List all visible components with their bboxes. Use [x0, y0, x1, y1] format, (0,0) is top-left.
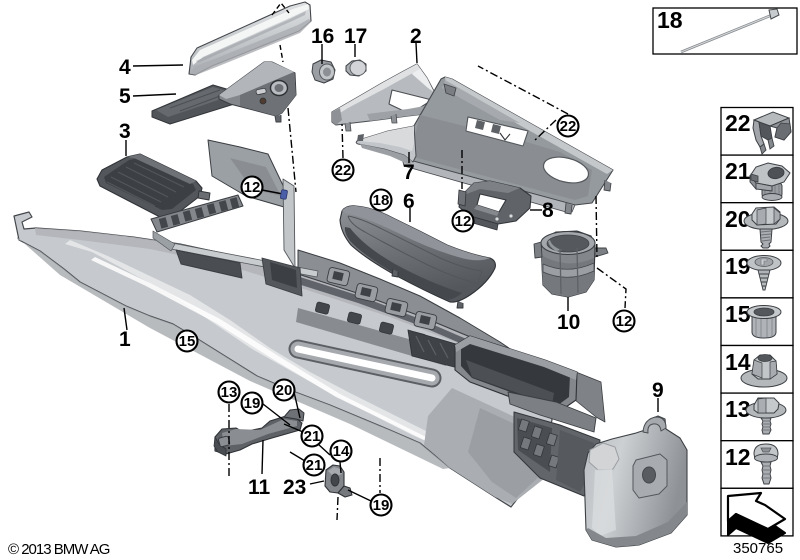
- svg-text:22: 22: [335, 162, 352, 179]
- svg-text:3: 3: [119, 120, 131, 143]
- svg-text:20: 20: [276, 382, 293, 399]
- svg-text:21: 21: [306, 457, 323, 474]
- svg-text:19: 19: [244, 395, 261, 412]
- svg-text:12: 12: [455, 213, 472, 230]
- svg-text:© 2013 BMW AG: © 2013 BMW AG: [8, 541, 110, 558]
- svg-text:22: 22: [560, 118, 577, 135]
- svg-text:19: 19: [725, 253, 751, 279]
- svg-text:8: 8: [542, 199, 554, 222]
- svg-text:4: 4: [119, 56, 131, 79]
- svg-text:1: 1: [119, 328, 131, 351]
- svg-text:7: 7: [403, 161, 415, 184]
- svg-text:11: 11: [248, 476, 271, 499]
- svg-text:23: 23: [283, 476, 306, 499]
- svg-text:5: 5: [119, 85, 131, 108]
- svg-text:18: 18: [657, 7, 683, 33]
- svg-text:14: 14: [725, 349, 751, 375]
- svg-text:21: 21: [725, 158, 751, 184]
- svg-text:12: 12: [244, 179, 261, 196]
- svg-text:2: 2: [410, 25, 422, 48]
- svg-text:15: 15: [725, 301, 751, 327]
- svg-text:14: 14: [333, 443, 350, 460]
- svg-text:16: 16: [311, 25, 334, 48]
- svg-text:17: 17: [344, 25, 367, 48]
- svg-text:13: 13: [221, 384, 238, 401]
- svg-text:19: 19: [373, 497, 390, 514]
- svg-text:18: 18: [373, 192, 390, 209]
- svg-text:21: 21: [304, 428, 321, 445]
- svg-text:350765: 350765: [733, 540, 783, 557]
- svg-text:12: 12: [725, 444, 751, 470]
- svg-text:15: 15: [179, 333, 196, 350]
- svg-text:10: 10: [557, 311, 580, 334]
- svg-text:12: 12: [616, 313, 633, 330]
- svg-text:9: 9: [652, 379, 664, 402]
- svg-text:22: 22: [725, 110, 751, 136]
- svg-text:6: 6: [403, 190, 415, 213]
